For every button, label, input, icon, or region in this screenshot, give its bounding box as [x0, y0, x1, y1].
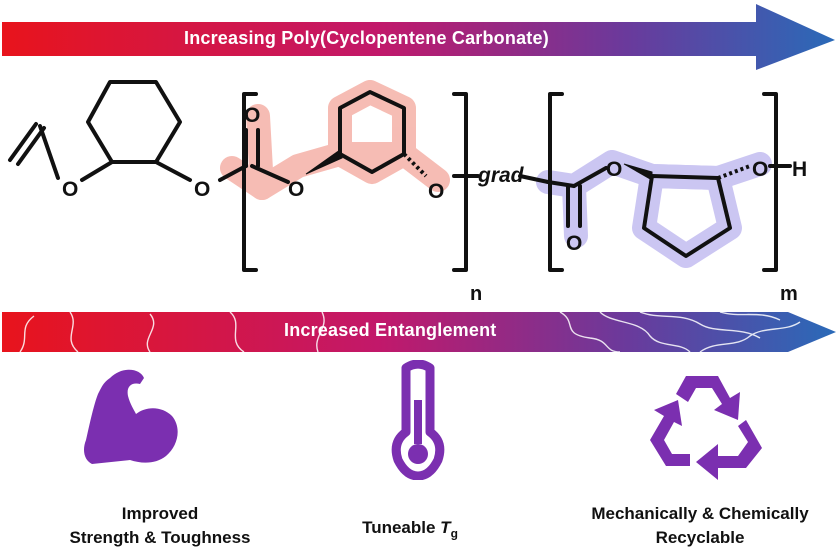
- subscript-n: n: [470, 283, 482, 305]
- top-gradient-arrow: Increasing Poly(Cyclopentene Carbonate): [0, 0, 840, 72]
- caption-tg-symbol: T: [440, 518, 451, 537]
- subscript-m: m: [780, 283, 798, 305]
- atom-o-4: O: [288, 178, 304, 201]
- top-arrow-shape: [2, 4, 835, 70]
- atom-labels: O O O O O grad O O O H n m: [62, 104, 807, 305]
- thermometer-icon: [391, 360, 445, 480]
- bottom-arrow-shape: [2, 312, 836, 352]
- copolymer-structure: O O O O O grad O O O H n m: [0, 72, 840, 312]
- caption-strength: Improved Strength & Toughness: [40, 502, 280, 550]
- atom-o-7: O: [566, 232, 582, 255]
- caption-strength-line1: Improved: [121, 504, 199, 523]
- atom-h: H: [792, 158, 807, 181]
- caption-tg: Tuneable Tg: [320, 516, 500, 545]
- caption-tg-subscript: g: [450, 526, 458, 541]
- atom-o-8: O: [752, 158, 768, 181]
- bonds: [8, 80, 792, 272]
- red-highlight: [220, 80, 450, 200]
- caption-strength-line2: Strength & Toughness: [69, 528, 251, 547]
- structure-drawing: O O O O O grad O O O H n m: [8, 80, 807, 305]
- atom-o-5: O: [428, 180, 444, 203]
- atom-o-3: O: [244, 104, 260, 127]
- entanglement-strands: [19, 312, 801, 352]
- caption-recyclable: Mechanically & Chemically Recyclable: [560, 502, 840, 550]
- top-arrow-label: Increasing Poly(Cyclopentene Carbonate): [184, 28, 549, 48]
- bottom-gradient-arrow: Increased Entanglement: [0, 308, 840, 360]
- bottom-arrow-label: Increased Entanglement: [284, 320, 497, 340]
- atom-o-6: O: [606, 158, 622, 181]
- flexed-arm-icon: [84, 369, 178, 464]
- caption-tg-text: Tuneable: [362, 518, 441, 537]
- atom-o-1: O: [62, 178, 78, 201]
- recycle-icon: [650, 376, 762, 480]
- caption-recyclable-line1: Mechanically & Chemically: [591, 504, 809, 523]
- stereo-bonds: [305, 149, 751, 181]
- atom-o-2: O: [194, 178, 210, 201]
- grad-linker: grad: [477, 164, 525, 187]
- feature-icons: [0, 360, 840, 480]
- caption-recyclable-line2: Recyclable: [655, 528, 745, 547]
